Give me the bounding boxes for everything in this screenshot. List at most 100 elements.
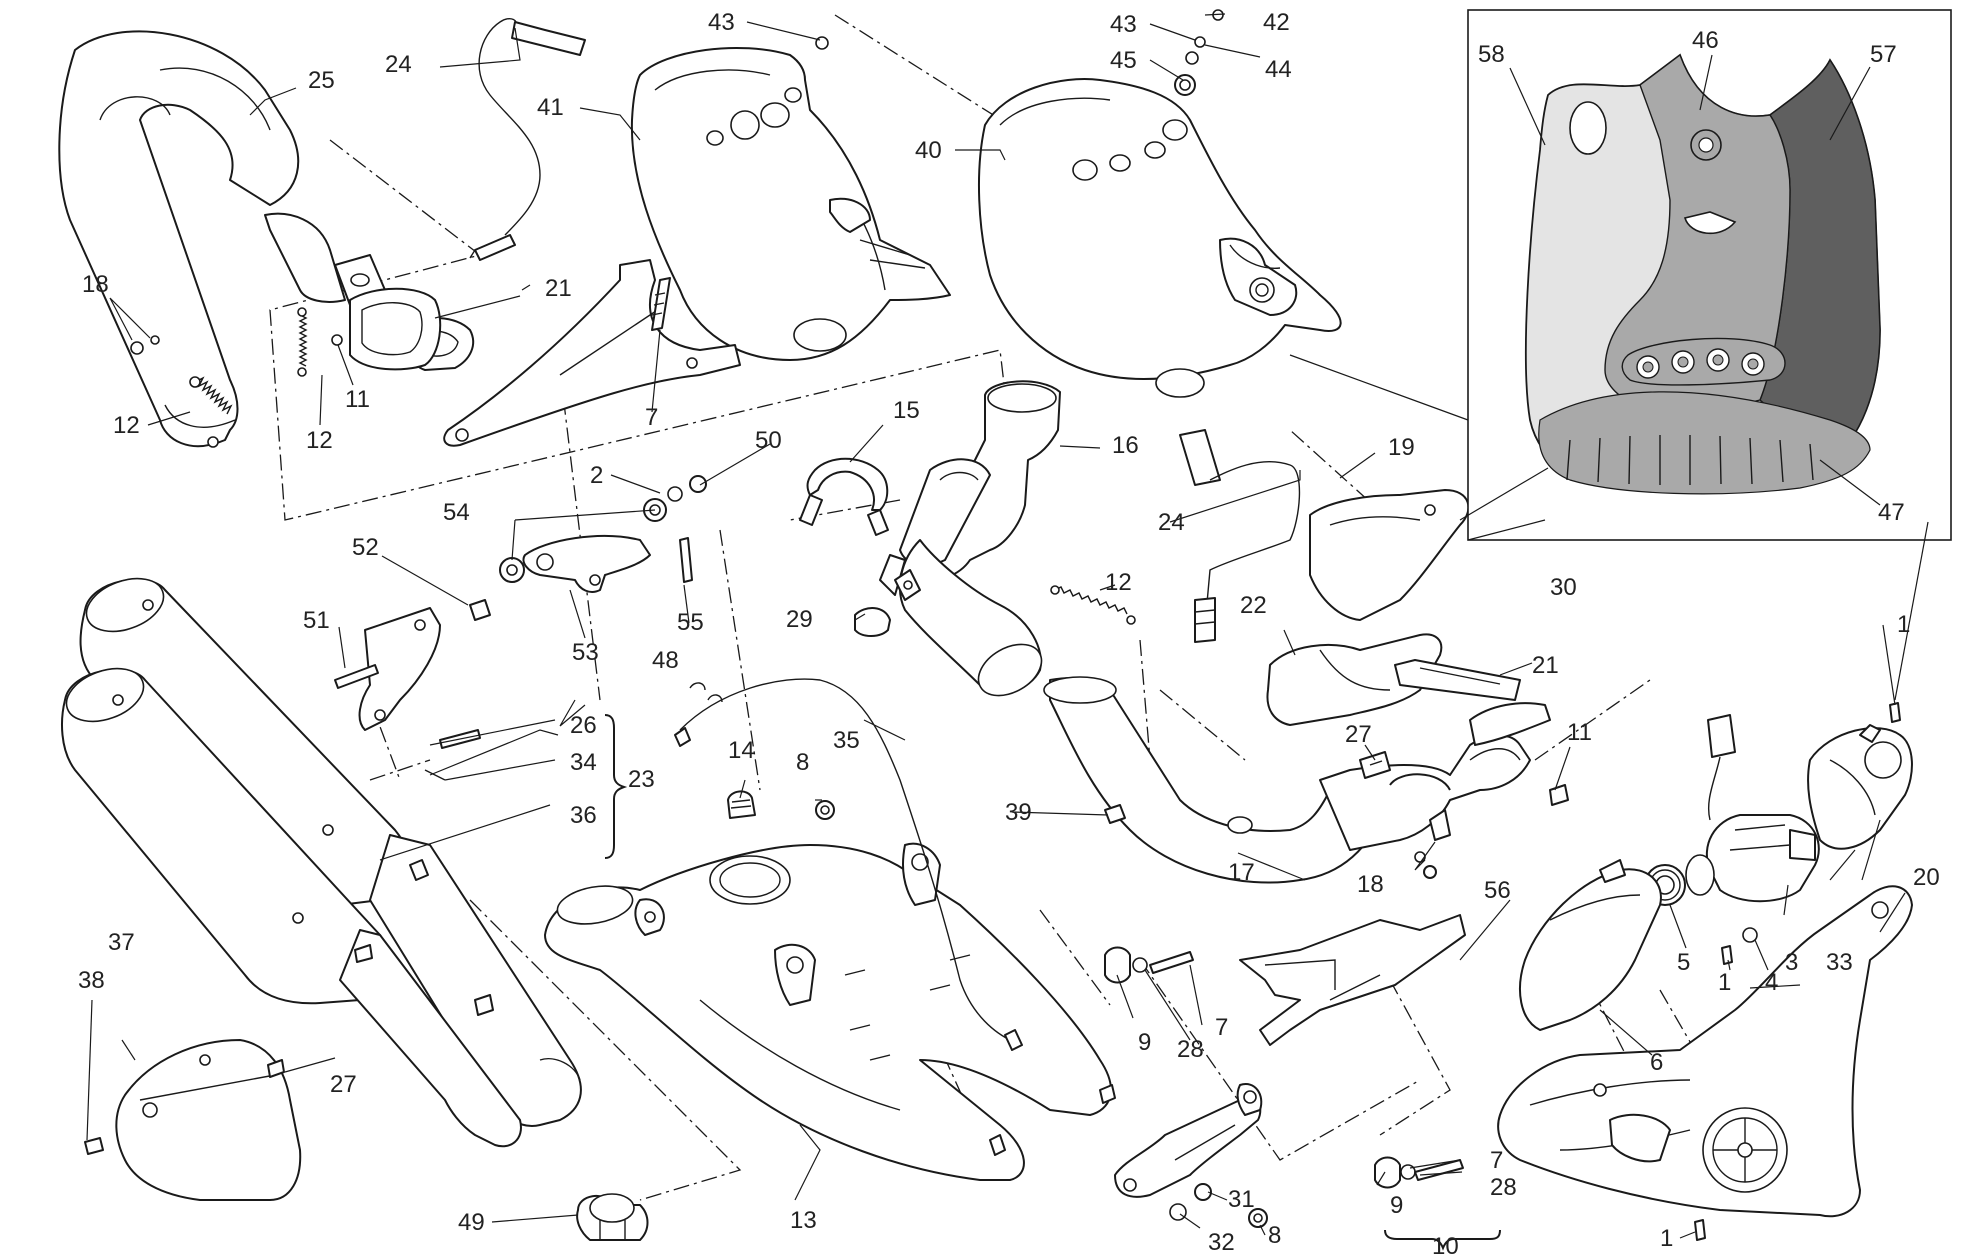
clamp-49 (576, 1193, 649, 1241)
label-21-right: 21 (1532, 652, 1559, 679)
inset-heat-shield-detail (1467, 9, 1952, 541)
header-pipe-25 (58, 30, 475, 448)
label-36: 36 (570, 802, 597, 829)
label-19: 19 (1388, 434, 1415, 461)
label-11-right: 11 (1567, 719, 1592, 746)
label-38: 38 (78, 967, 105, 994)
brace-10 (1384, 1229, 1501, 1251)
leader-lines (86, 13, 1929, 1239)
label-7-bottom: 7 (1490, 1147, 1503, 1174)
label-12-middle: 12 (306, 427, 333, 454)
washer-4 (1742, 927, 1758, 943)
label-53: 53 (572, 639, 599, 666)
label-39: 39 (1005, 799, 1032, 826)
label-25: 25 (308, 67, 335, 94)
label-24-top: 24 (385, 51, 412, 78)
brace-23 (604, 714, 628, 859)
spacer-52 (469, 599, 491, 621)
heat-guard-22 (1266, 633, 1443, 726)
label-47: 47 (1878, 499, 1905, 526)
label-9-top: 9 (1138, 1029, 1151, 1056)
label-3: 3 (1785, 949, 1798, 976)
label-22: 22 (1240, 592, 1267, 619)
gasket-21-right (1394, 659, 1521, 701)
label-27-right: 27 (1345, 721, 1372, 748)
nut-18-right (1423, 865, 1437, 879)
label-15: 15 (893, 397, 920, 424)
lambda-sensor-24-top (469, 18, 586, 261)
bolt-51 (334, 664, 379, 689)
label-1-top-right: 1 (1897, 611, 1910, 638)
grommet-8-bottom-hole (1253, 1213, 1263, 1223)
label-54: 54 (443, 499, 470, 526)
label-2: 2 (590, 462, 603, 489)
label-14: 14 (728, 737, 755, 764)
label-42: 42 (1263, 9, 1290, 36)
label-31: 31 (1228, 1186, 1255, 1213)
lambda-sensor-24-right (1179, 429, 1301, 643)
label-45: 45 (1110, 47, 1137, 74)
label-58: 58 (1478, 41, 1505, 68)
label-29: 29 (786, 606, 813, 633)
label-52: 52 (352, 534, 379, 561)
cover-33 (1807, 724, 1913, 850)
gasket-21-top (349, 287, 442, 371)
label-32: 32 (1208, 1229, 1235, 1254)
label-21-top: 21 (545, 275, 572, 302)
bolt-7-middle (1149, 951, 1194, 974)
label-13: 13 (790, 1207, 817, 1234)
bracket-53 (522, 535, 651, 593)
washer-32 (1169, 1203, 1187, 1221)
label-56: 56 (1484, 877, 1511, 904)
screw-1-top (1889, 702, 1901, 723)
pin-36 (424, 769, 446, 781)
label-46: 46 (1692, 27, 1719, 54)
label-48: 48 (652, 647, 679, 674)
label-40: 40 (915, 137, 942, 164)
nut-18 (130, 341, 144, 355)
header-pipe-16 (879, 380, 1061, 697)
label-50: 50 (755, 427, 782, 454)
label-33: 33 (1826, 949, 1853, 976)
hose-clip-48 (689, 682, 723, 703)
label-35: 35 (833, 727, 860, 754)
washer-18-right (1414, 851, 1426, 863)
heat-shield-41 (630, 46, 951, 361)
label-24-right: 24 (1158, 509, 1185, 536)
label-44: 44 (1265, 56, 1292, 83)
label-17: 17 (1228, 859, 1255, 886)
label-20: 20 (1913, 864, 1940, 891)
label-34: 34 (570, 749, 597, 776)
bolt-7-top (651, 277, 671, 331)
exhaust-valve-motor-3 (1685, 814, 1820, 903)
cover-6 (1519, 859, 1662, 1031)
nut-50 (689, 475, 707, 493)
washer-28-top (1132, 957, 1148, 973)
bracket-11-right (1469, 702, 1569, 806)
label-41: 41 (537, 94, 564, 121)
callout-labels: 43 43 42 44 45 24 41 25 40 18 21 12 12 1… (78, 9, 1940, 1254)
fasteners-42-45 (815, 9, 1224, 96)
label-43-left: 43 (708, 9, 735, 36)
washer-2 (667, 486, 683, 502)
label-23: 23 (628, 766, 655, 793)
spring-12-left (189, 376, 233, 448)
grommet-39 (1104, 804, 1126, 824)
label-12-left: 12 (113, 412, 140, 439)
label-51: 51 (303, 607, 330, 634)
label-30: 30 (1550, 574, 1577, 601)
clamp-14 (727, 790, 756, 819)
label-43-right: 43 (1110, 11, 1137, 38)
label-4: 4 (1765, 969, 1778, 996)
spring-12-middle (297, 307, 308, 377)
label-7-top: 7 (645, 404, 658, 431)
bushing-54-lower-hole (506, 564, 518, 576)
clip-27-right (1359, 751, 1391, 779)
nut-31 (1194, 1183, 1212, 1201)
bolt-55 (679, 537, 693, 583)
exhaust-pipe-17 (1043, 676, 1531, 884)
inset-leader-lines (1509, 54, 1881, 506)
label-7-middle: 7 (1215, 1014, 1228, 1041)
label-8-bottom: 8 (1268, 1222, 1281, 1249)
